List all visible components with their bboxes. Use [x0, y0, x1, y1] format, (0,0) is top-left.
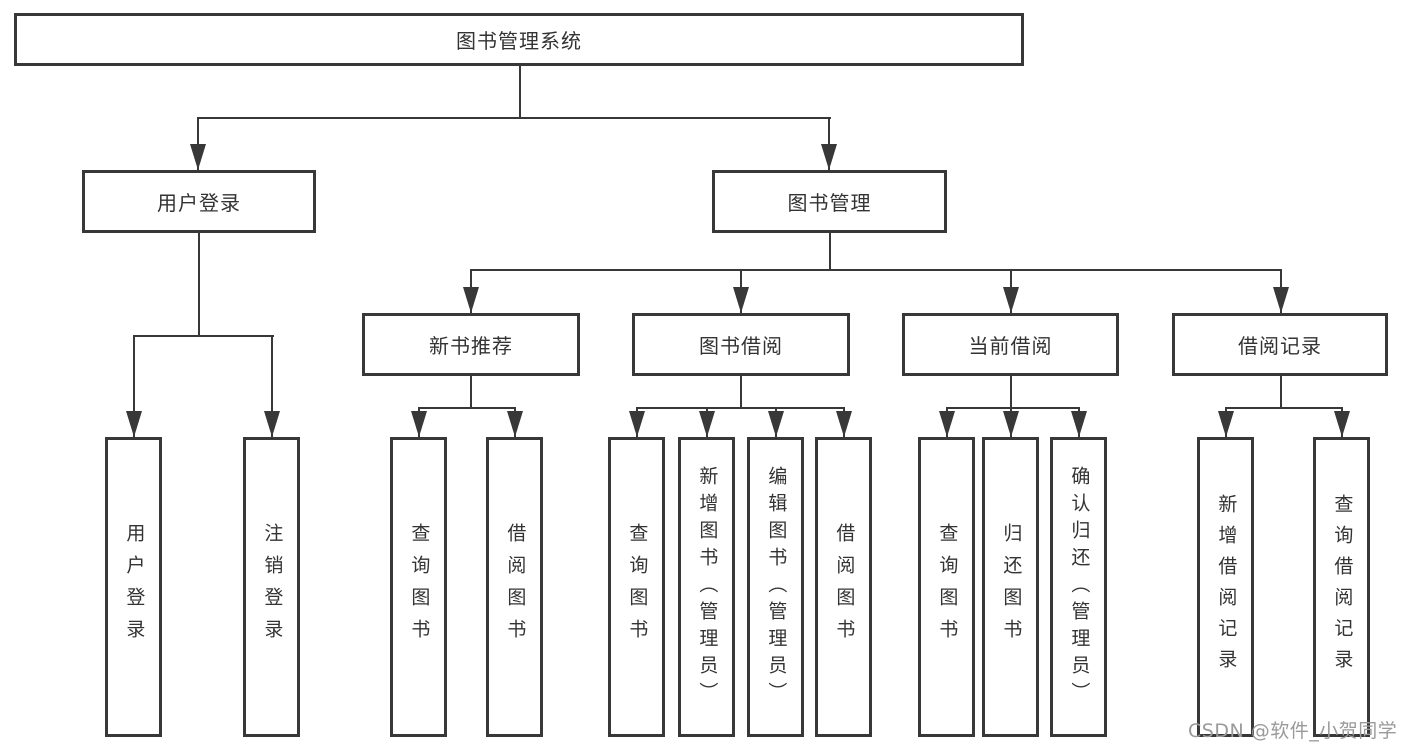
node-book-management-label: 图书管理 — [787, 191, 872, 215]
leaf-return-book: 归还图书 — [982, 437, 1039, 737]
leaf-borrow-books-2: 借阅图书 — [815, 437, 872, 737]
leaf-query-books-1: 查询图书 — [390, 437, 447, 737]
connector-arrowhead — [190, 144, 206, 170]
leaf-borrow-books-1-label: 借阅图书 — [504, 523, 527, 651]
connector-arrowhead — [836, 411, 852, 437]
connector-line — [133, 336, 135, 437]
connector-arrowhead — [733, 287, 749, 313]
connector-line — [636, 407, 845, 409]
connector-line — [740, 376, 742, 408]
leaf-query-borrow-record: 查询借阅记录 — [1313, 437, 1370, 737]
connector-line — [470, 376, 472, 408]
node-current-borrowing: 当前借阅 — [902, 313, 1119, 376]
connector-arrowhead — [1273, 287, 1289, 313]
node-library-system: 图书管理系统 — [14, 13, 1024, 66]
connector-line — [198, 233, 200, 336]
leaf-confirm-return-admin-label: 确认归还（管理员） — [1068, 465, 1091, 709]
connector-arrowhead — [939, 411, 955, 437]
node-user-login-label: 用户登录 — [157, 191, 241, 215]
watermark: CSDN @软件_小贺同学 — [1188, 720, 1398, 742]
connector-line — [1280, 376, 1282, 408]
connector-arrowhead — [699, 411, 715, 437]
leaf-query-books-2-label: 查询图书 — [626, 523, 649, 651]
node-library-system-label: 图书管理系统 — [456, 29, 582, 53]
connector-arrowhead — [1334, 411, 1350, 437]
node-borrowing-records-label: 借阅记录 — [1238, 334, 1322, 358]
leaf-query-books-3: 查询图书 — [918, 437, 975, 737]
connector-line — [197, 117, 831, 119]
connector-arrowhead — [1218, 411, 1234, 437]
connector-line — [829, 233, 831, 270]
leaf-edit-book-admin: 编辑图书（管理员） — [747, 437, 804, 737]
connector-line — [946, 407, 1080, 409]
connector-line — [1010, 376, 1012, 408]
connector-arrowhead — [507, 411, 523, 437]
leaf-confirm-return-admin: 确认归还（管理员） — [1050, 437, 1107, 737]
connector-arrowhead — [463, 287, 479, 313]
leaf-query-books-2: 查询图书 — [608, 437, 665, 737]
connector-arrowhead — [1003, 287, 1019, 313]
connector-line — [519, 66, 521, 118]
connector-arrowhead — [1003, 411, 1019, 437]
leaf-add-book-admin-label: 新增图书（管理员） — [696, 465, 719, 709]
leaf-edit-book-admin-label: 编辑图书（管理员） — [765, 465, 788, 709]
leaf-user-login: 用户登录 — [105, 437, 162, 737]
connector-line — [1225, 407, 1343, 409]
node-current-borrowing-label: 当前借阅 — [968, 334, 1053, 358]
leaf-query-borrow-record-label: 查询借阅记录 — [1331, 494, 1354, 680]
node-user-login: 用户登录 — [82, 170, 316, 233]
connector-line — [271, 336, 273, 437]
connector-arrowhead — [768, 411, 784, 437]
leaf-query-books-1-label: 查询图书 — [408, 523, 431, 651]
leaf-borrow-books-1: 借阅图书 — [486, 437, 543, 737]
leaf-logout: 注销登录 — [243, 437, 300, 737]
leaf-borrow-books-2-label: 借阅图书 — [833, 523, 856, 651]
connector-arrowhead — [411, 411, 427, 437]
leaf-add-borrow-record: 新增借阅记录 — [1197, 437, 1254, 737]
connector-line — [133, 335, 274, 337]
node-book-management: 图书管理 — [712, 170, 947, 233]
connector-line — [418, 407, 516, 409]
connector-arrowhead — [629, 411, 645, 437]
connector-arrowhead — [126, 411, 142, 437]
node-new-book-recommend-label: 新书推荐 — [429, 334, 513, 358]
leaf-add-borrow-record-label: 新增借阅记录 — [1215, 494, 1238, 680]
node-borrowing-records: 借阅记录 — [1172, 313, 1388, 376]
connector-arrowhead — [821, 144, 837, 170]
connector-line — [470, 269, 1282, 271]
leaf-user-login-label: 用户登录 — [123, 523, 146, 651]
leaf-logout-label: 注销登录 — [261, 523, 284, 651]
connector-arrowhead — [264, 411, 280, 437]
connector-arrowhead — [1071, 411, 1087, 437]
leaf-add-book-admin: 新增图书（管理员） — [678, 437, 735, 737]
node-new-book-recommend: 新书推荐 — [362, 313, 580, 376]
leaf-query-books-3-label: 查询图书 — [936, 523, 959, 651]
node-book-borrowing: 图书借阅 — [632, 313, 850, 376]
leaf-return-book-label: 归还图书 — [1000, 523, 1023, 651]
node-book-borrowing-label: 图书借阅 — [699, 334, 783, 358]
